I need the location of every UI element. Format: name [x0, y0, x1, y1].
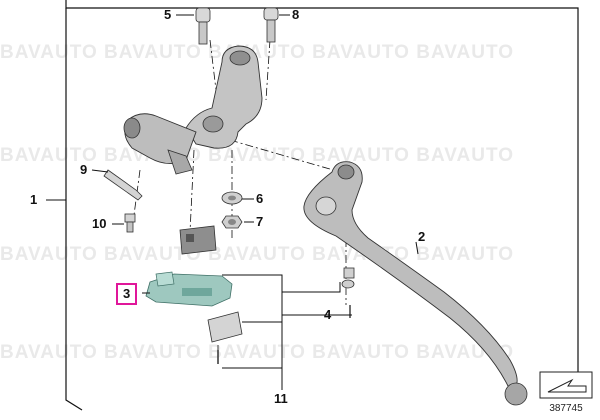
- callout-7: 7: [256, 214, 264, 229]
- watermark-row-1: BAVAUTO BAVAUTO BAVAUTO BAVAUTO BAVAUTO: [0, 42, 515, 63]
- screw-8: [263, 7, 279, 43]
- frame-line: [65, 0, 579, 380]
- callout-11: 11: [274, 391, 288, 406]
- callout-5: 5: [164, 7, 172, 22]
- reference-number: 387745: [549, 403, 583, 414]
- watermark-row-4: BAVAUTO BAVAUTO BAVAUTO BAVAUTO BAVAUTO: [0, 342, 515, 363]
- callout-8: 8: [292, 7, 300, 22]
- nut-7: [221, 215, 243, 229]
- frame-left-line: [65, 8, 83, 411]
- watermark-row-2: BAVAUTO BAVAUTO BAVAUTO BAVAUTO BAVAUTO: [0, 145, 515, 166]
- clip-9: [103, 169, 143, 201]
- callout-4: 4: [324, 307, 332, 322]
- clutch-lever-2: [303, 161, 528, 406]
- callout-3[interactable]: 3: [116, 283, 138, 305]
- washer-6: [221, 191, 243, 205]
- screw-4: [341, 267, 355, 318]
- callout-10: 10: [92, 216, 107, 231]
- screw-10: [124, 213, 136, 233]
- callout-1: 1: [30, 192, 38, 207]
- arrow-corner-icon: [539, 371, 593, 399]
- clutch-switch-3: [145, 271, 233, 307]
- switch-plate: [179, 225, 217, 255]
- callout-9: 9: [80, 162, 88, 177]
- leader-lines: [46, 14, 419, 390]
- callout-6: 6: [256, 191, 264, 206]
- callout-2: 2: [418, 229, 426, 244]
- switch-bracket: [207, 311, 243, 364]
- lever-bracket: [123, 45, 263, 175]
- screw-5: [195, 7, 211, 45]
